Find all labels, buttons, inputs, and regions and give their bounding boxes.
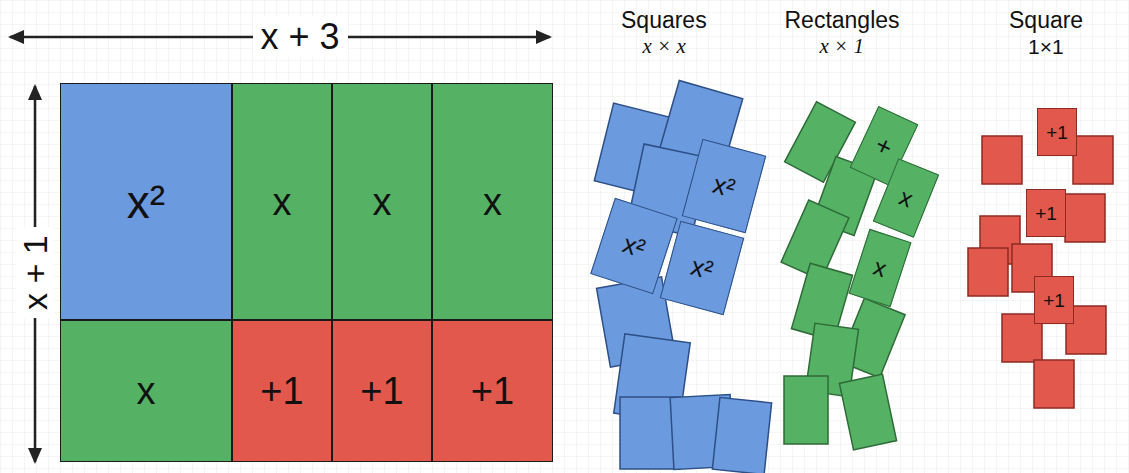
loose-tile: +1 bbox=[1034, 276, 1074, 324]
tile-label: +1 bbox=[1035, 204, 1057, 223]
algebra-tile: x bbox=[432, 83, 553, 320]
loose-tile: +1 bbox=[1026, 189, 1066, 237]
red-tiles bbox=[968, 136, 1113, 408]
loose-tile: +1 bbox=[1037, 108, 1077, 156]
tile-label: + bbox=[872, 131, 897, 161]
tile-label: x bbox=[137, 372, 156, 410]
heading-label: x × 1 bbox=[820, 35, 865, 58]
tile-label: +1 bbox=[260, 372, 303, 410]
algebra-tile: x bbox=[332, 83, 432, 320]
tile-label: x² bbox=[127, 179, 165, 225]
algebra-tile: x² bbox=[60, 83, 232, 320]
tile-label: x² bbox=[710, 171, 738, 202]
algebra-tile: +1 bbox=[332, 320, 432, 462]
dimension-label: x + 3 bbox=[253, 17, 348, 57]
algebra-tile: +1 bbox=[232, 320, 332, 462]
heading-label: Square bbox=[1009, 8, 1083, 33]
algebra-tile: +1 bbox=[432, 320, 553, 462]
heading-label: 1×1 bbox=[1028, 35, 1064, 58]
tile-label: x bbox=[871, 255, 890, 282]
heading-label: Squares bbox=[621, 8, 707, 33]
tile-label: x bbox=[273, 183, 292, 221]
tile-label: +1 bbox=[1043, 291, 1065, 310]
algebra-tile: x bbox=[232, 83, 332, 320]
dimension-label: x + 1 bbox=[16, 227, 53, 318]
tile-label: +1 bbox=[1046, 123, 1068, 142]
tile-label: x² bbox=[688, 253, 716, 284]
tile-label: x bbox=[483, 183, 502, 221]
heading-label: Rectangles bbox=[785, 8, 900, 33]
heading-label: x × x bbox=[643, 35, 686, 58]
tile-label: +1 bbox=[360, 372, 403, 410]
tile-label: x² bbox=[620, 230, 649, 261]
algebra-tile: x bbox=[60, 320, 232, 462]
tile-label: x bbox=[373, 183, 392, 221]
tile-label: +1 bbox=[471, 372, 514, 410]
tile-label: x bbox=[896, 185, 916, 212]
